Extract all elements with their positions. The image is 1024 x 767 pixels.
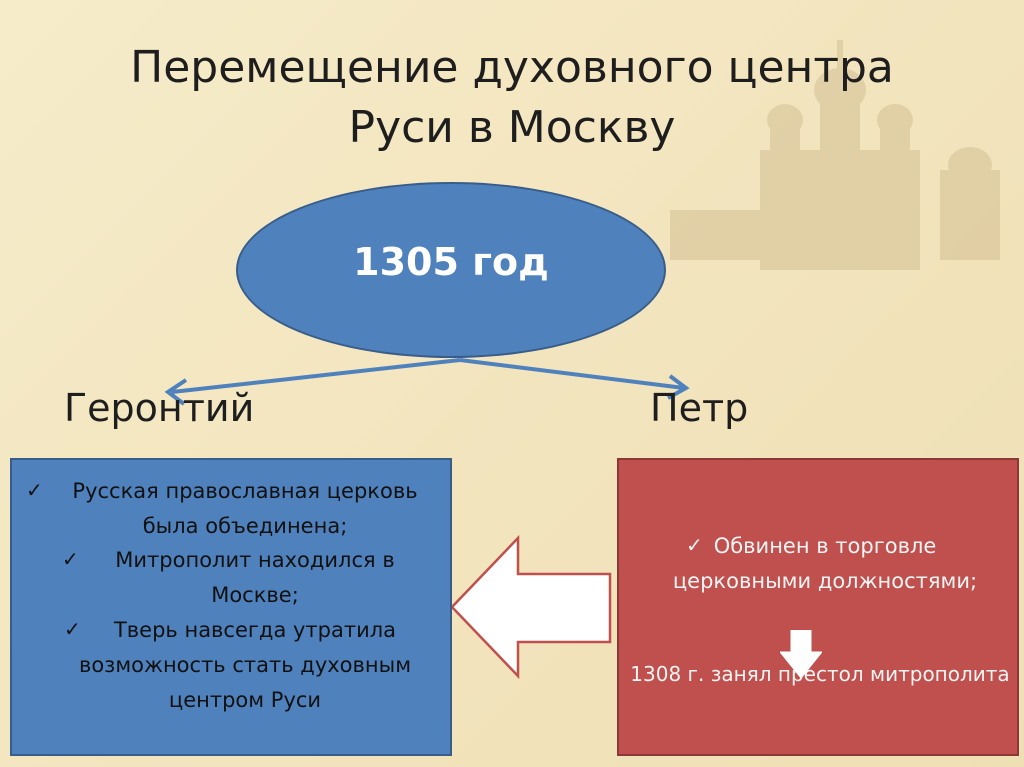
left-item-2-line-2: Москве; xyxy=(211,583,299,607)
slide-title: Перемещение духовного центра Руси в Моск… xyxy=(0,38,1024,158)
left-item-1-line-1: Русская православная церковь xyxy=(72,479,418,503)
event-year-label: 1305 год xyxy=(353,240,549,284)
block-arrow-left-icon xyxy=(450,534,612,680)
arrowhead-left-icon xyxy=(164,378,188,406)
checkmark-icon: ✓ xyxy=(26,478,43,502)
checkmark-icon: ✓ xyxy=(686,533,703,557)
arrow-to-petr xyxy=(459,358,685,390)
down-arrow-icon xyxy=(780,630,822,678)
arrow-to-gerontiy xyxy=(171,358,461,394)
event-ellipse xyxy=(236,182,666,358)
left-item-3-line-2: возможность стать духовным xyxy=(78,653,412,677)
petr-outcomes-box xyxy=(617,458,1019,756)
right-result-text: 1308 г. занял престол митрополита xyxy=(630,662,1010,686)
title-line-2: Руси в Москву xyxy=(348,102,676,153)
left-item-3-line-1: Тверь навсегда утратила xyxy=(113,618,397,642)
checkmark-icon: ✓ xyxy=(64,617,81,641)
left-item-1-line-2: была объединена; xyxy=(142,514,348,538)
background-church-illustration xyxy=(670,40,1000,270)
gerontiy-outcomes-box xyxy=(10,458,452,756)
name-gerontiy: Геронтий xyxy=(64,386,255,430)
left-item-2-line-1: Митрополит находился в xyxy=(115,548,395,572)
title-line-1: Перемещение духовного центра xyxy=(130,42,894,93)
name-petr: Петр xyxy=(650,386,749,430)
left-item-3-line-3: центром Руси xyxy=(168,688,322,712)
right-item-1-line-1: Обвинен в торговле xyxy=(713,534,937,558)
arrowhead-right-icon xyxy=(667,374,690,400)
right-item-1-line-2: церковными должностями; xyxy=(672,569,978,593)
checkmark-icon: ✓ xyxy=(62,547,79,571)
